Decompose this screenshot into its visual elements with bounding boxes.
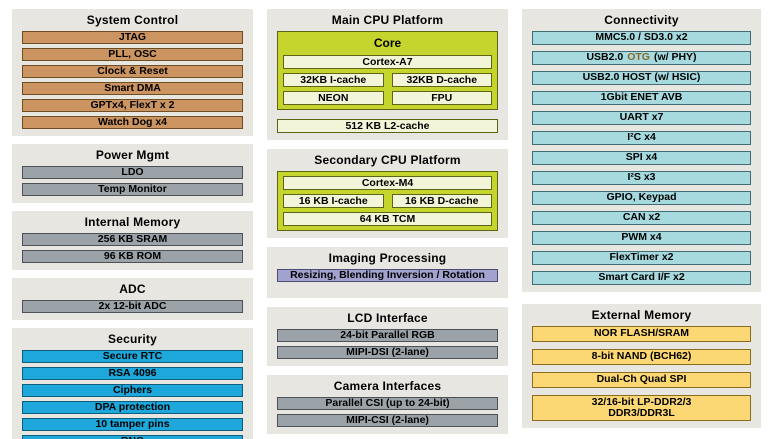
section-lcd-interface: LCD Interface 24-bit Parallel RGB MIPI-DS…	[267, 307, 508, 366]
imaging-bars: Resizing, Blending Inversion / Rotation	[277, 269, 498, 282]
section-power-mgmt: Power Mgmt LDO Temp Monitor	[12, 144, 253, 203]
block-bar: SPI x4	[532, 151, 751, 165]
power-mgmt-bars: LDO Temp Monitor	[22, 166, 243, 196]
block-bar: MMC5.0 / SD3.0 x2	[532, 31, 751, 45]
section-camera-interfaces: Camera Interfaces Parallel CSI (up to 24…	[267, 375, 508, 434]
section-main-cpu-platform: Main CPU Platform Core Cortex-A7 32KB I-…	[267, 9, 508, 140]
section-title: LCD Interface	[347, 311, 428, 325]
block-bar: Parallel CSI (up to 24-bit)	[277, 397, 498, 410]
block-bar: NOR FLASH/SRAM	[532, 326, 751, 342]
highlighted-text: OTG	[627, 51, 650, 64]
cache-row: 16 KB I-cache 16 KB D-cache	[283, 194, 492, 208]
section-title: Internal Memory	[84, 215, 181, 229]
dcache-block: 32KB D-cache	[391, 73, 492, 87]
block-bar: Secure RTC	[22, 350, 243, 363]
block-bar: Temp Monitor	[22, 183, 243, 196]
left-column: System Control JTAG PLL, OSC Clock & Reset…	[12, 9, 253, 439]
dcache-block: 16 KB D-cache	[391, 194, 492, 208]
block-bar: DPA protection	[22, 401, 243, 414]
lcd-bars: 24-bit Parallel RGB MIPI-DSI (2-lane)	[277, 329, 498, 359]
block-bar: USB2.0 HOST (w/ HSIC)	[532, 71, 751, 85]
section-title: Main CPU Platform	[331, 13, 444, 27]
block-bar: UART x7	[532, 111, 751, 125]
neon-block: NEON	[283, 91, 384, 105]
block-bar: 24-bit Parallel RGB	[277, 329, 498, 342]
section-title: Security	[108, 332, 157, 346]
section-secondary-cpu-platform: Secondary CPU Platform Cortex-M4 16 KB I…	[267, 149, 508, 238]
block-bar: FlexTimer x2	[532, 251, 751, 265]
camera-bars: Parallel CSI (up to 24-bit) MIPI-CSI (2-l…	[277, 397, 498, 427]
block-bar: RNG	[22, 435, 243, 439]
section-title: Connectivity	[604, 13, 679, 27]
core-box: Cortex-M4 16 KB I-cache 16 KB D-cache 64…	[277, 171, 498, 231]
spacer	[277, 110, 498, 119]
simd-fpu-row: NEON FPU	[283, 91, 492, 105]
block-bar: Clock & Reset	[22, 65, 243, 78]
block-bar: I²C x4	[532, 131, 751, 145]
block-bar: CAN x2	[532, 211, 751, 225]
section-title: External Memory	[591, 308, 692, 322]
block-bar: PWM x4	[532, 231, 751, 245]
l2-cache-block: 512 KB L2-cache	[277, 119, 498, 133]
core-box: Core Cortex-A7 32KB I-cache 32KB D-cache…	[277, 31, 498, 110]
fpu-block: FPU	[391, 91, 492, 105]
adc-bars: 2x 12-bit ADC	[22, 300, 243, 313]
section-title: ADC	[119, 282, 146, 296]
section-title: Power Mgmt	[95, 148, 170, 162]
cache-row: 32KB I-cache 32KB D-cache	[283, 73, 492, 87]
block-bar: Watch Dog x4	[22, 116, 243, 129]
block-bar: I²S x3	[532, 171, 751, 185]
cortex-m4-block: Cortex-M4	[283, 176, 492, 190]
block-text: USB2.0	[586, 51, 624, 64]
block-bar: PLL, OSC	[22, 48, 243, 61]
section-imaging-processing: Imaging Processing Resizing, Blending In…	[267, 247, 508, 298]
external-memory-bars: NOR FLASH/SRAM 8-bit NAND (BCH62) Dual-Ch …	[532, 326, 751, 422]
section-external-memory: External Memory NOR FLASH/SRAM 8-bit NAND…	[522, 304, 761, 429]
block-bar: GPIO, Keypad	[532, 191, 751, 205]
block-bar: Smart Card I/F x2	[532, 271, 751, 285]
block-bar: Dual-Ch Quad SPI	[532, 372, 751, 388]
block-bar: GPTx4, FlexT x 2	[22, 99, 243, 112]
block-bar: Resizing, Blending Inversion / Rotation	[277, 269, 498, 282]
section-title: Imaging Processing	[328, 251, 447, 265]
section-adc: ADC 2x 12-bit ADC	[12, 278, 253, 320]
block-bar: RSA 4096	[22, 367, 243, 380]
core-label: Core	[373, 36, 402, 50]
icache-block: 32KB I-cache	[283, 73, 384, 87]
section-title: System Control	[86, 13, 179, 27]
block-bar: Ciphers	[22, 384, 243, 397]
block-bar: MIPI-CSI (2-lane)	[277, 414, 498, 427]
block-bar: 1Gbit ENET AVB	[532, 91, 751, 105]
middle-column: Main CPU Platform Core Cortex-A7 32KB I-…	[267, 9, 508, 434]
block-bar: LDO	[22, 166, 243, 179]
block-bar: 32/16-bit LP-DDR2/3 DDR3/DDR3L	[532, 395, 751, 422]
section-title: Secondary CPU Platform	[314, 153, 461, 167]
block-bar: Smart DMA	[22, 82, 243, 95]
block-bar: 96 KB ROM	[22, 250, 243, 263]
block-bar: 8-bit NAND (BCH62)	[532, 349, 751, 365]
section-title: Camera Interfaces	[333, 379, 442, 393]
section-internal-memory: Internal Memory 256 KB SRAM 96 KB ROM	[12, 211, 253, 270]
block-text: (w/ PHY)	[653, 51, 697, 64]
cortex-a7-block: Cortex-A7	[283, 55, 492, 69]
internal-memory-bars: 256 KB SRAM 96 KB ROM	[22, 233, 243, 263]
block-bar: JTAG	[22, 31, 243, 44]
section-system-control: System Control JTAG PLL, OSC Clock & Reset…	[12, 9, 253, 136]
block-bar: MIPI-DSI (2-lane)	[277, 346, 498, 359]
block-bar: 2x 12-bit ADC	[22, 300, 243, 313]
block-bar: 10 tamper pins	[22, 418, 243, 431]
block-bar: 256 KB SRAM	[22, 233, 243, 246]
icache-block: 16 KB I-cache	[283, 194, 384, 208]
tcm-block: 64 KB TCM	[283, 212, 492, 226]
